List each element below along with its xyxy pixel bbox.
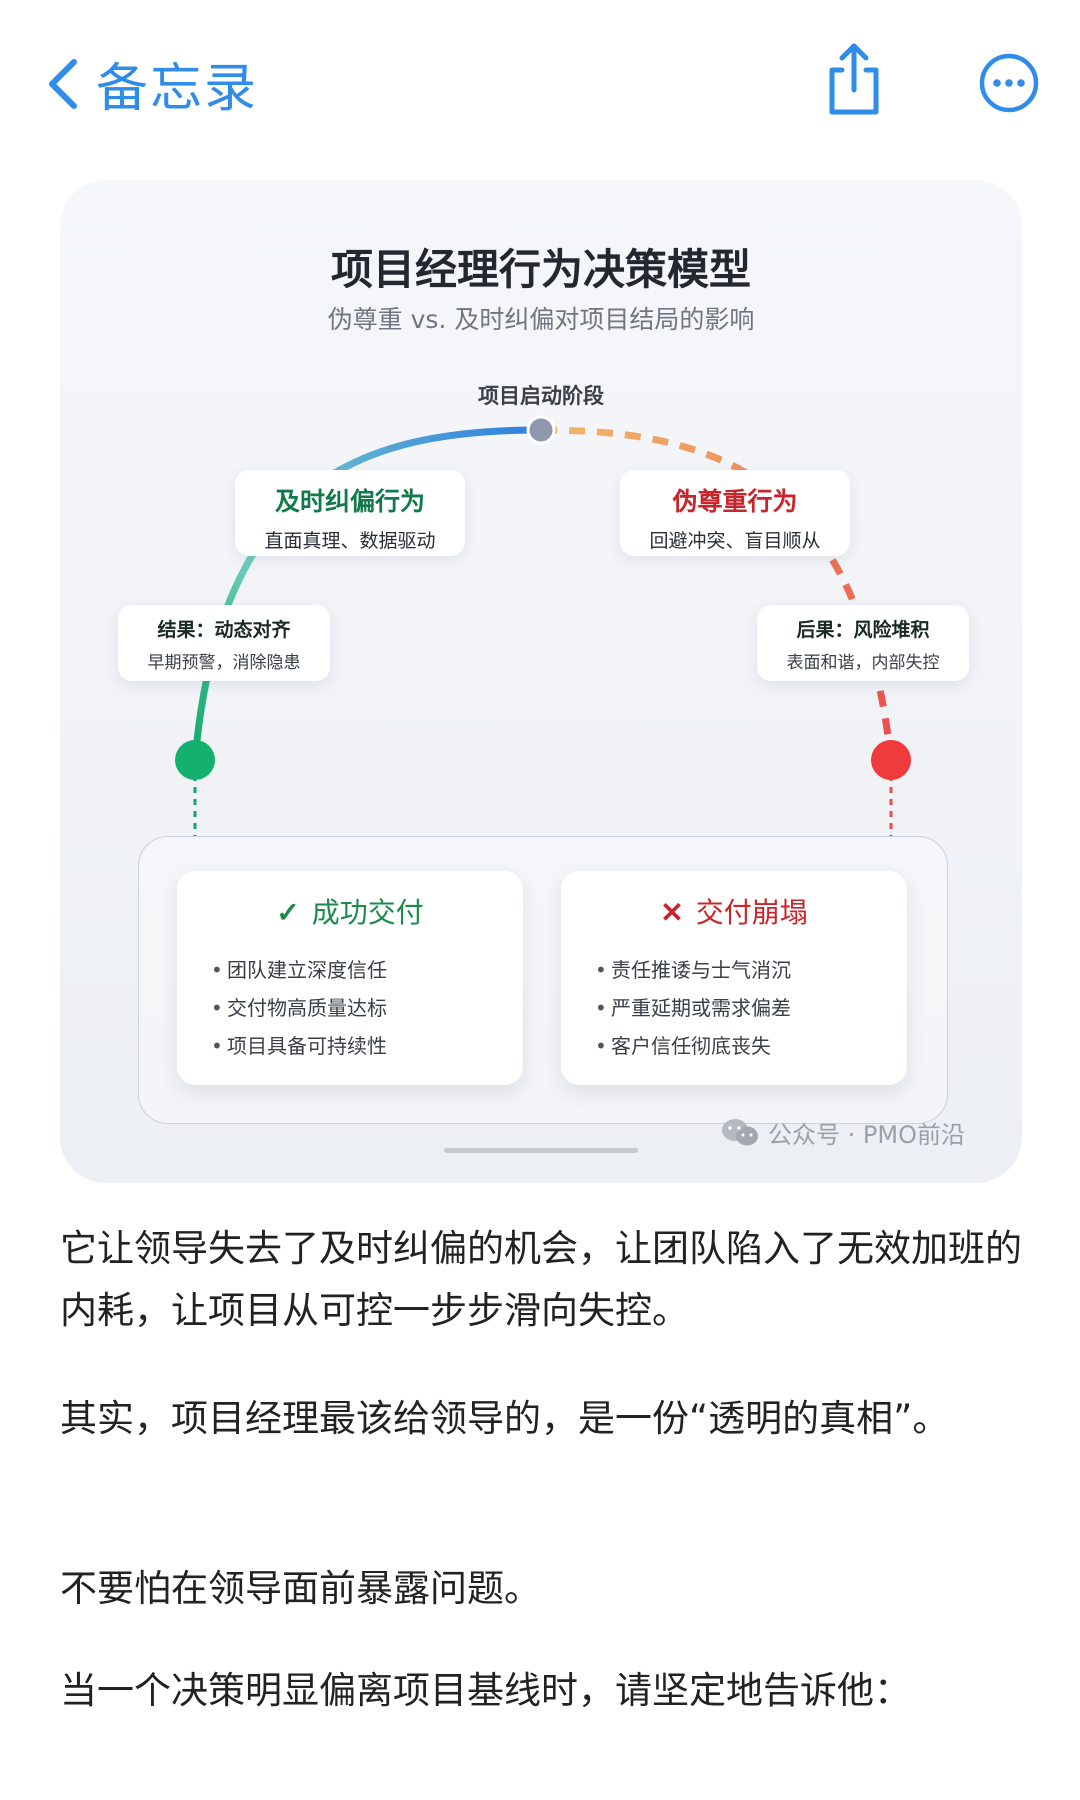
list-item: •严重延期或需求偏差: [595, 996, 791, 1020]
failure-card: ✕ 交付崩塌 •责任推诿与士气消沉 •严重延期或需求偏差 •客户信任彻底丧失: [561, 871, 907, 1085]
right-result-bubble: 后果：风险堆积 表面和谐，内部失控: [757, 605, 969, 681]
paragraph: 其实，项目经理最该给领导的，是一份“透明的真相”。: [60, 1397, 950, 1440]
start-stage-label: 项目启动阶段: [478, 384, 604, 408]
watermark: 公众号 · PMO前沿: [720, 1115, 965, 1150]
failure-list: •责任推诿与士气消沉 •严重延期或需求偏差 •客户信任彻底丧失: [561, 951, 907, 1065]
back-button[interactable]: 备忘录: [44, 46, 258, 121]
paragraph: 当一个决策明显偏离项目基线时，请坚定地告诉他：: [60, 1669, 911, 1712]
wechat-icon: [722, 1118, 758, 1145]
more-icon[interactable]: [978, 52, 1040, 114]
left-path-title: 及时纠偏行为: [274, 487, 425, 516]
left-path-desc: 直面真理、数据驱动: [264, 530, 436, 552]
paragraph: 它让领导失去了及时纠偏的机会，让团队陷入了无效加班的内耗，让项目从可控一步步滑向…: [60, 1227, 1022, 1332]
left-path-bubble: 及时纠偏行为 直面真理、数据驱动: [235, 470, 465, 556]
success-title: 成功交付: [311, 896, 424, 929]
right-path-title: 伪尊重行为: [672, 487, 798, 516]
list-item: •交付物高质量达标: [211, 996, 387, 1020]
list-item: •项目具备可持续性: [211, 1034, 387, 1058]
right-path-bubble: 伪尊重行为 回避冲突、盲目顺从: [620, 470, 850, 556]
right-result-title: 后果：风险堆积: [796, 619, 930, 641]
watermark-text: 公众号 · PMO前沿: [768, 1121, 965, 1149]
failure-node: [871, 740, 911, 780]
right-result-desc: 表面和谐，内部失控: [786, 653, 940, 673]
share-icon[interactable]: [822, 40, 886, 118]
list-item: •责任推诿与士气消沉: [595, 958, 791, 982]
left-result-bubble: 结果：动态对齐 早期预警，消除隐患: [118, 605, 330, 681]
infographic-image[interactable]: 项目经理行为决策模型 伪尊重 vs. 及时纠偏对项目结局的影响 项目启动阶段 及…: [60, 180, 1022, 1183]
success-card: ✓ 成功交付 •团队建立深度信任 •交付物高质量达标 •项目具备可持续性: [177, 871, 523, 1085]
figure-title: 项目经理行为决策模型: [330, 245, 751, 294]
chevron-left-icon: [49, 58, 77, 109]
right-path-desc: 回避冲突、盲目顺从: [649, 530, 821, 552]
nav-bar: 备忘录: [0, 0, 1080, 165]
list-item: •团队建立深度信任: [211, 958, 387, 982]
check-icon: ✓: [276, 896, 300, 929]
left-result-title: 结果：动态对齐: [157, 619, 291, 641]
image-scroll-indicator: [444, 1148, 638, 1153]
success-node: [175, 740, 215, 780]
failure-title: 交付崩塌: [695, 896, 808, 929]
paragraph: 不要怕在领导面前暴露问题。: [60, 1567, 541, 1610]
start-node: [526, 415, 556, 445]
cross-icon: ✕: [660, 896, 684, 929]
outcome-container: ✓ 成功交付 •团队建立深度信任 •交付物高质量达标 •项目具备可持续性 ✕ 交付崩…: [138, 836, 948, 1124]
figure-subtitle: 伪尊重 vs. 及时纠偏对项目结局的影响: [327, 305, 755, 334]
left-result-desc: 早期预警，消除隐患: [147, 653, 301, 673]
back-label: 备忘录: [96, 59, 259, 119]
success-list: •团队建立深度信任 •交付物高质量达标 •项目具备可持续性: [177, 951, 523, 1065]
list-item: •客户信任彻底丧失: [595, 1034, 771, 1058]
